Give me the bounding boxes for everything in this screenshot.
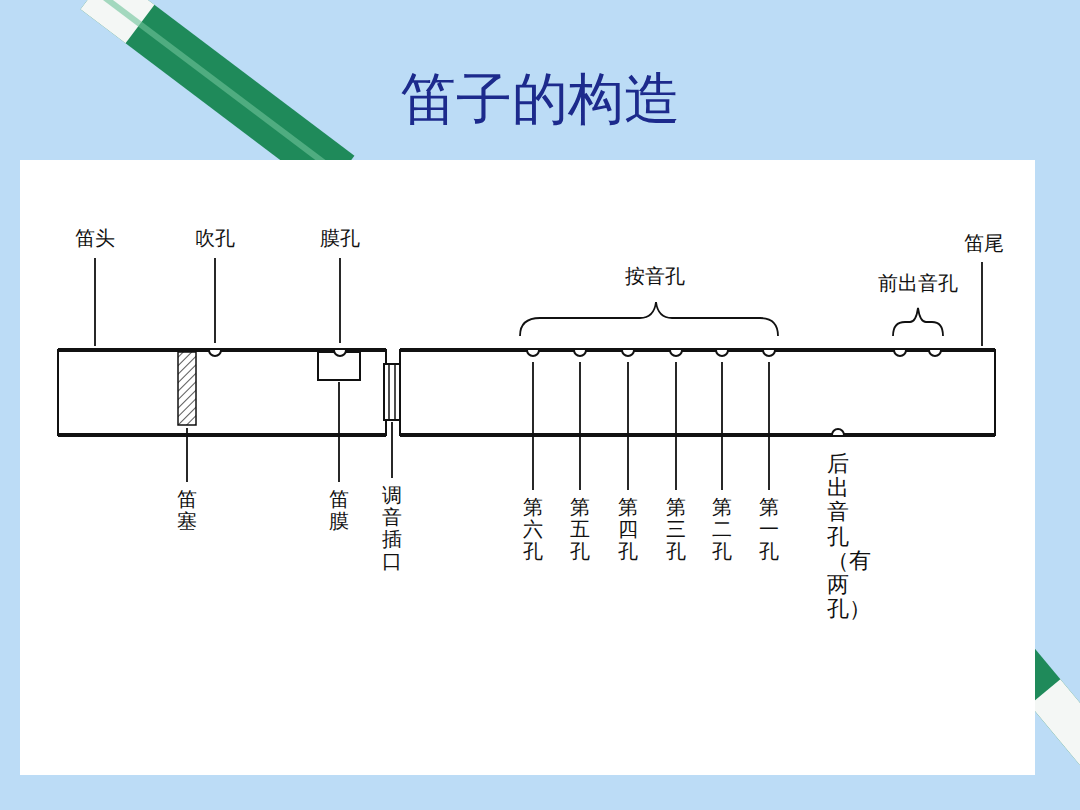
part-label-vertical: 笛塞 [177, 488, 197, 532]
part-label-vertical: 后出音孔（有两孔） [827, 452, 849, 621]
part-label: 笛尾 [964, 230, 1004, 257]
part-label: 膜孔 [320, 225, 360, 252]
part-label-vertical: 第一孔 [759, 496, 779, 562]
decor-flute [95, 0, 340, 175]
panel [20, 160, 1035, 775]
part-label-vertical: 第二孔 [712, 496, 732, 562]
part-label-vertical: 第三孔 [666, 496, 686, 562]
part-label-vertical: 调音插口 [382, 484, 402, 572]
part-label: 前出音孔 [878, 270, 958, 297]
title: 笛子的构造 [400, 62, 680, 138]
part-label: 吹孔 [195, 225, 235, 252]
flute-holes [209, 350, 941, 435]
part-label-vertical: 第六孔 [523, 496, 543, 562]
flute-body [58, 350, 995, 435]
part-label: 按音孔 [625, 263, 685, 290]
part-label-vertical: 第五孔 [570, 496, 590, 562]
part-label: 笛头 [75, 225, 115, 252]
part-label-vertical: 笛膜 [329, 488, 349, 532]
part-label-vertical: 第四孔 [618, 496, 638, 562]
